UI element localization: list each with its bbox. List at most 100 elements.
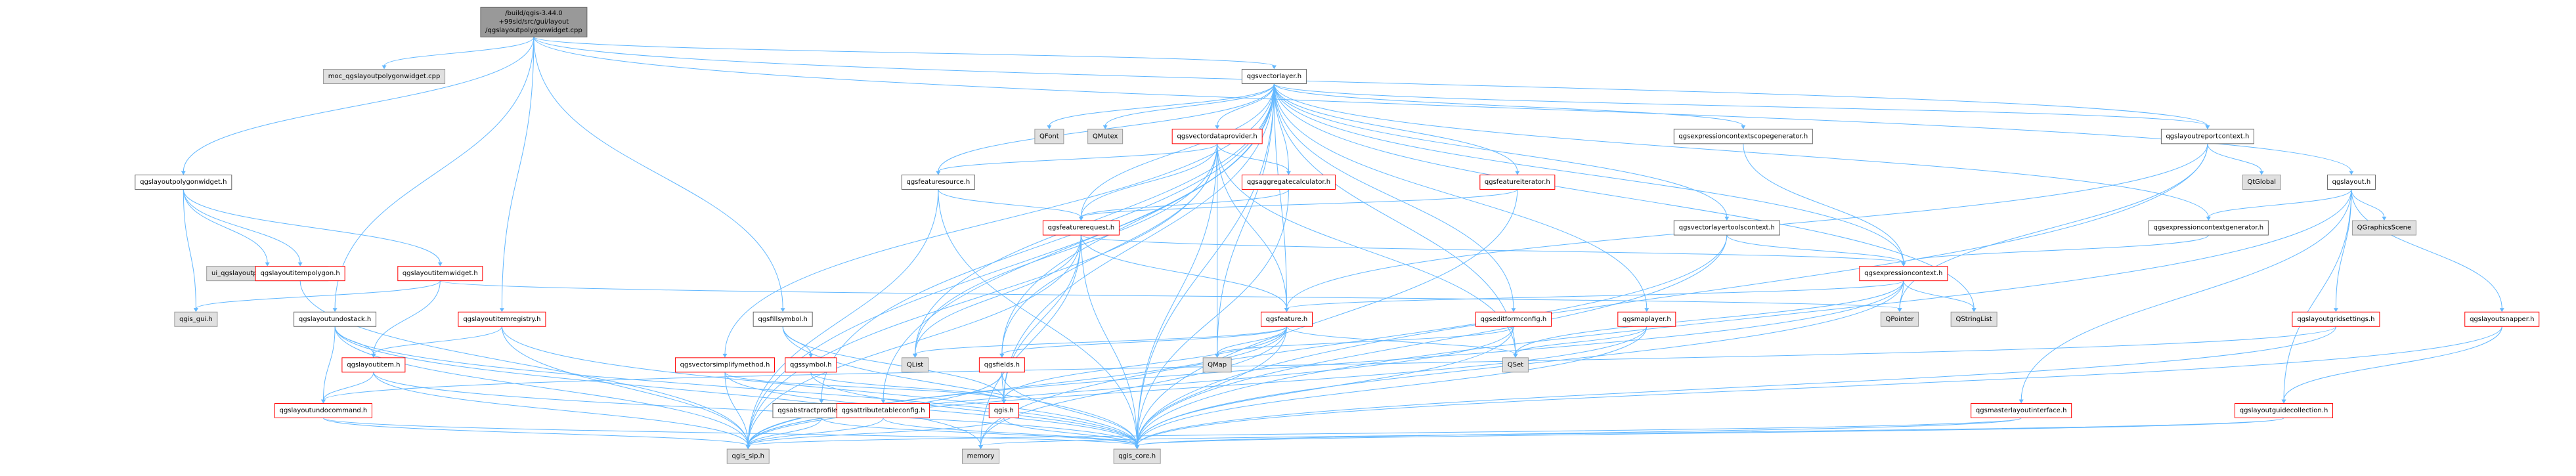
node-qgsfeature[interactable]: qgsfeature.h: [1261, 311, 1313, 327]
node-qgis_core: qgis_core.h: [1113, 448, 1161, 464]
node-qgslayoutitem[interactable]: qgslayoutitem.h: [341, 357, 406, 373]
node-label-qgsexpressioncontext: qgsexpressioncontext.h: [1864, 270, 1942, 277]
node-root: /build/qgis-3.44.0+99sid/src/gui/layout/…: [480, 7, 588, 37]
edge-arrowhead-qgslayoutitem-to-qgslayoutundocommand: [320, 399, 326, 404]
node-qgslayoutitempolygon[interactable]: qgslayoutitempolygon.h: [255, 266, 345, 282]
edge-qgsvectordataprovider-to-qgsfeaturerequest: [1080, 143, 1218, 218]
edge-arrowhead-qgsfillsymbol-to-qgssymbol: [808, 353, 814, 358]
node-label-qgssymbol: qgssymbol.h: [790, 361, 832, 368]
node-qgsvectorlayertoolscontext[interactable]: qgsvectorlayertoolscontext.h: [1673, 220, 1780, 236]
edge-arrowhead-qgsvectorlayer-to-qgsfeatureiterator: [1515, 171, 1520, 175]
node-qgsaggregatecalculator[interactable]: qgsaggregatecalculator.h: [1241, 174, 1336, 190]
edge-qgslayoutsnapper-to-qgis_core: [1137, 326, 2502, 446]
node-qgsexpressioncontextscopegenerator[interactable]: qgsexpressioncontextscopegenerator.h: [1673, 129, 1813, 144]
edge-qgslayoutitemregistry-to-qgis_core: [501, 326, 1138, 446]
edge-qgsfeatureiterator-to-qgsfeaturerequest: [1080, 189, 1518, 218]
node-label-qgslayoutundocommand: qgslayoutundocommand.h: [280, 407, 368, 414]
node-label-qmap: QMap: [1208, 361, 1227, 368]
edge-qgslayoutitem-to-qgslayoutundocommand: [322, 372, 374, 400]
edge-qgsvectorlayer-to-qgsexpressioncontextgenerator: [1273, 83, 2209, 218]
node-box-qgseditformconfig: [1475, 311, 1552, 327]
edge-arrowhead-qgslayout-to-qgslayoutsnapper: [2499, 308, 2504, 313]
edge-arrowhead-qgsexpressioncontext-to-qstringlist: [1971, 308, 1976, 313]
node-qgsfeaturesource[interactable]: qgsfeaturesource.h: [901, 174, 975, 190]
node-qgsvectorlayer[interactable]: qgsvectorlayer.h: [1241, 69, 1307, 84]
edge-qgsexpressioncontext-to-qset: [1515, 280, 1904, 355]
node-box-qgslayoutitemwidget: [397, 266, 483, 282]
edge-qgsfeaturesource-to-qgsfeaturerequest: [938, 189, 1081, 218]
node-qgslayoutsnapper[interactable]: qgslayoutsnapper.h: [2464, 311, 2540, 327]
node-box-qgsfeatureiterator: [1479, 174, 1556, 190]
edge-qgsvectorlayer-to-qgsexpressioncontext: [1273, 83, 1904, 263]
node-label-qgis: qgis.h: [994, 407, 1014, 414]
node-qgslayoutpolygonwidget[interactable]: qgslayoutpolygonwidget.h: [135, 174, 232, 190]
edge-arrowhead-qgsvectorlayer-to-qgsvectorsimplifymethod: [722, 353, 728, 358]
edge-qgsvectorlayer-to-qstringlist: [1273, 83, 1975, 309]
node-box-qgraphicsscene: [2351, 220, 2416, 236]
node-qgis[interactable]: qgis.h: [988, 402, 1019, 418]
edge-qgsvectorlayertoolscontext-to-memory: [980, 235, 1728, 446]
edge-qgsfeaturesource-to-qgis_sip: [747, 189, 939, 446]
edge-qgsfeature-to-qgsfields: [1001, 326, 1288, 355]
edge-qgslayoutitem-to-qgis_core: [373, 372, 1138, 446]
edge-arrowhead-qgslayoutitemwidget-to-qgs_gui: [193, 308, 198, 313]
node-qgslayout[interactable]: qgslayout.h: [2326, 174, 2376, 190]
node-label-qgslayoutguidecollection: qgslayoutguidecollection.h: [2240, 407, 2328, 414]
edge-qgsfields-to-qgis_core: [1001, 372, 1138, 446]
node-qgslayoutguidecollection[interactable]: qgslayoutguidecollection.h: [2235, 402, 2334, 418]
edge-qgsfeatureiterator-to-qgis_core: [1137, 189, 1518, 446]
node-qgsmaplayer[interactable]: qgsmaplayer.h: [1617, 311, 1676, 327]
node-box-qgsfeature: [1261, 311, 1313, 327]
node-qgseditformconfig[interactable]: qgseditformconfig.h: [1475, 311, 1552, 327]
node-qgsexpressioncontextgenerator[interactable]: qgsexpressioncontextgenerator.h: [2148, 220, 2269, 236]
node-label-root: +99sid/src/gui/layout: [499, 18, 569, 26]
edge-arrowhead-qgsvectordataprovider-to-qgsfeaturesource: [936, 171, 941, 175]
node-qgsmasterlayoutinterface[interactable]: qgsmasterlayoutinterface.h: [1971, 402, 2072, 418]
node-box-qgslayoutsnapper: [2464, 311, 2540, 327]
node-box-qgslayoutitemregistry: [458, 311, 546, 327]
node-box-qmutex: [1087, 129, 1124, 144]
edge-qgsvectorlayertoolscontext-to-qgis_core: [1137, 235, 1728, 446]
node-box-qgslayoutundostack: [294, 311, 377, 327]
edge-qgslayout-to-qgsexpressioncontextgenerator: [2208, 189, 2352, 218]
edge-qgsvectorsimplifymethod-to-qgis_core: [724, 372, 1138, 446]
edge-qgsvectorlayer-to-qmutex: [1104, 83, 1275, 126]
edge-root-to-qgsfillsymbol: [533, 37, 783, 309]
node-qgsvectorsimplifymethod[interactable]: qgsvectorsimplifymethod.h: [674, 357, 775, 373]
edge-qgsvectorlayer-to-qgsabstractprofilesource: [821, 83, 1275, 400]
edge-qgsfeaturesource-to-qgis_core: [938, 189, 1138, 446]
node-box-qgsmasterlayoutinterface: [1971, 402, 2072, 418]
node-qgssymbol[interactable]: qgssymbol.h: [785, 357, 837, 373]
edge-qgslayoutundocommand-to-qgis_sip: [322, 418, 749, 446]
edge-qgsmaplayer-to-qgis_core: [1137, 326, 1648, 446]
node-qgslayoutitemwidget[interactable]: qgslayoutitemwidget.h: [397, 266, 483, 282]
node-label-qgslayoutsnapper: qgslayoutsnapper.h: [2470, 316, 2534, 323]
node-label-qgsfillsymbol: qgsfillsymbol.h: [758, 316, 807, 323]
node-qgsfeatureiterator[interactable]: qgsfeatureiterator.h: [1479, 174, 1556, 190]
node-qgslayoutitemregistry[interactable]: qgslayoutitemregistry.h: [458, 311, 546, 327]
node-qgslayoutreportcontext[interactable]: qgslayoutreportcontext.h: [2160, 129, 2254, 144]
node-qgslayoutgridsettings[interactable]: qgslayoutgridsettings.h: [2292, 311, 2380, 327]
node-qgslayoutundocommand[interactable]: qgslayoutundocommand.h: [274, 402, 372, 418]
edge-qgsexpressioncontext-to-qstringlist: [1903, 280, 1975, 309]
nodes-layer: /build/qgis-3.44.0+99sid/src/gui/layout/…: [135, 7, 2540, 464]
edge-root-to-qgslayout: [533, 37, 2352, 172]
edge-qgslayout-to-qgis_core: [1137, 189, 2352, 446]
node-qgsexpressioncontext[interactable]: qgsexpressioncontext.h: [1859, 266, 1948, 282]
node-qgsvectordataprovider[interactable]: qgsvectordataprovider.h: [1171, 129, 1263, 144]
node-qgsfields[interactable]: qgsfields.h: [978, 357, 1025, 373]
edge-arrowhead-root-to-qgslayoutitemregistry: [499, 308, 504, 313]
edge-root-to-qgslayoutpolygonwidget: [183, 37, 535, 172]
node-qpointer: QPointer: [1880, 311, 1919, 327]
node-label-qstringlist: QStringList: [1956, 316, 1992, 323]
edge-qgslayoutundocommand-to-qgis_core: [322, 418, 1138, 446]
edge-qgsvectordataprovider-to-qgsfields: [1001, 143, 1218, 355]
node-qgsfillsymbol[interactable]: qgsfillsymbol.h: [753, 311, 813, 327]
node-qgslayoutundostack[interactable]: qgslayoutundostack.h: [294, 311, 377, 327]
edge-qgsmaplayer-to-qgis_sip: [747, 326, 1648, 446]
node-label-qmutex: QMutex: [1093, 133, 1118, 140]
node-qgsfeaturerequest[interactable]: qgsfeaturerequest.h: [1042, 220, 1120, 236]
node-box-qgsexpressioncontext: [1859, 266, 1948, 282]
node-qgsattributetableconfig[interactable]: qgsattributetableconfig.h: [837, 402, 930, 418]
node-box-qgis_core: [1113, 448, 1161, 464]
